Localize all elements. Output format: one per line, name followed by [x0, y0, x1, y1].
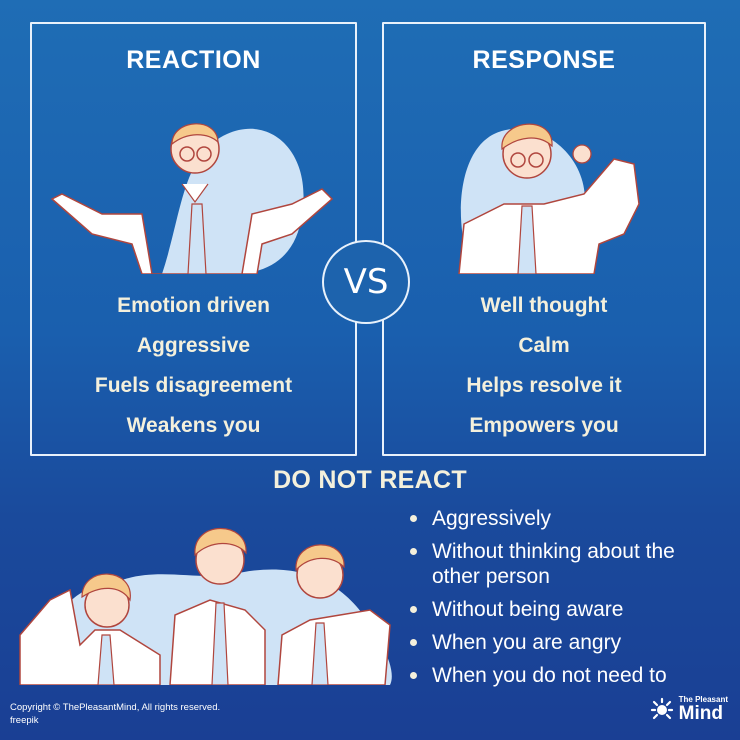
logo-small-text: The Pleasant: [678, 695, 728, 704]
do-not-react-item: Without being aware: [410, 597, 690, 622]
do-not-react-list: Aggressively Without thinking about the …: [410, 506, 690, 696]
do-not-react-title: DO NOT REACT: [273, 466, 467, 494]
response-point: Helps resolve it: [466, 374, 622, 397]
bullet-icon: [410, 515, 417, 522]
reaction-point: Fuels disagreement: [94, 374, 293, 397]
response-panel: RESPONSE Well thought Calm Helps resolve…: [382, 22, 706, 456]
bullet-icon: [410, 639, 417, 646]
shrugging-man-illustration: [50, 123, 334, 274]
bullet-icon: [410, 606, 417, 613]
reaction-point: Weakens you: [126, 414, 261, 437]
response-point: Calm: [518, 334, 570, 357]
response-point: Well thought: [480, 294, 608, 317]
do-not-react-item: When you are angry: [410, 630, 690, 655]
response-point: Empowers you: [469, 414, 619, 437]
bullet-icon: [410, 672, 417, 679]
vs-badge: VS: [322, 240, 410, 324]
logo-big-text: Mind: [678, 703, 723, 724]
three-men-illustration: [19, 527, 392, 685]
copyright-text: Copyright © ThePleasantMind, All rights …: [10, 702, 221, 713]
do-not-react-item: When you do not need to: [410, 663, 690, 688]
do-not-react-item: Aggressively: [410, 506, 690, 531]
response-title: RESPONSE: [472, 46, 616, 74]
reaction-panel: REACTION Emotion driven Aggressive Fuels…: [30, 22, 357, 456]
reaction-point: Aggressive: [136, 334, 251, 357]
sun-logo-icon: [650, 697, 673, 719]
reaction-title: REACTION: [126, 46, 261, 74]
reaction-points: Emotion driven Aggressive Fuels disagree…: [32, 286, 355, 446]
bullet-icon: [410, 548, 417, 555]
thinking-man-illustration: [458, 123, 640, 274]
response-points: Well thought Calm Helps resolve it Empow…: [384, 286, 704, 446]
do-not-react-item: Without thinking about the other person: [410, 539, 690, 589]
brand-logo: The Pleasant Mind: [649, 696, 728, 723]
footer: Copyright © ThePleasantMind, All rights …: [10, 701, 220, 727]
credit-text: freepik: [10, 715, 39, 726]
reaction-point: Emotion driven: [117, 294, 270, 317]
